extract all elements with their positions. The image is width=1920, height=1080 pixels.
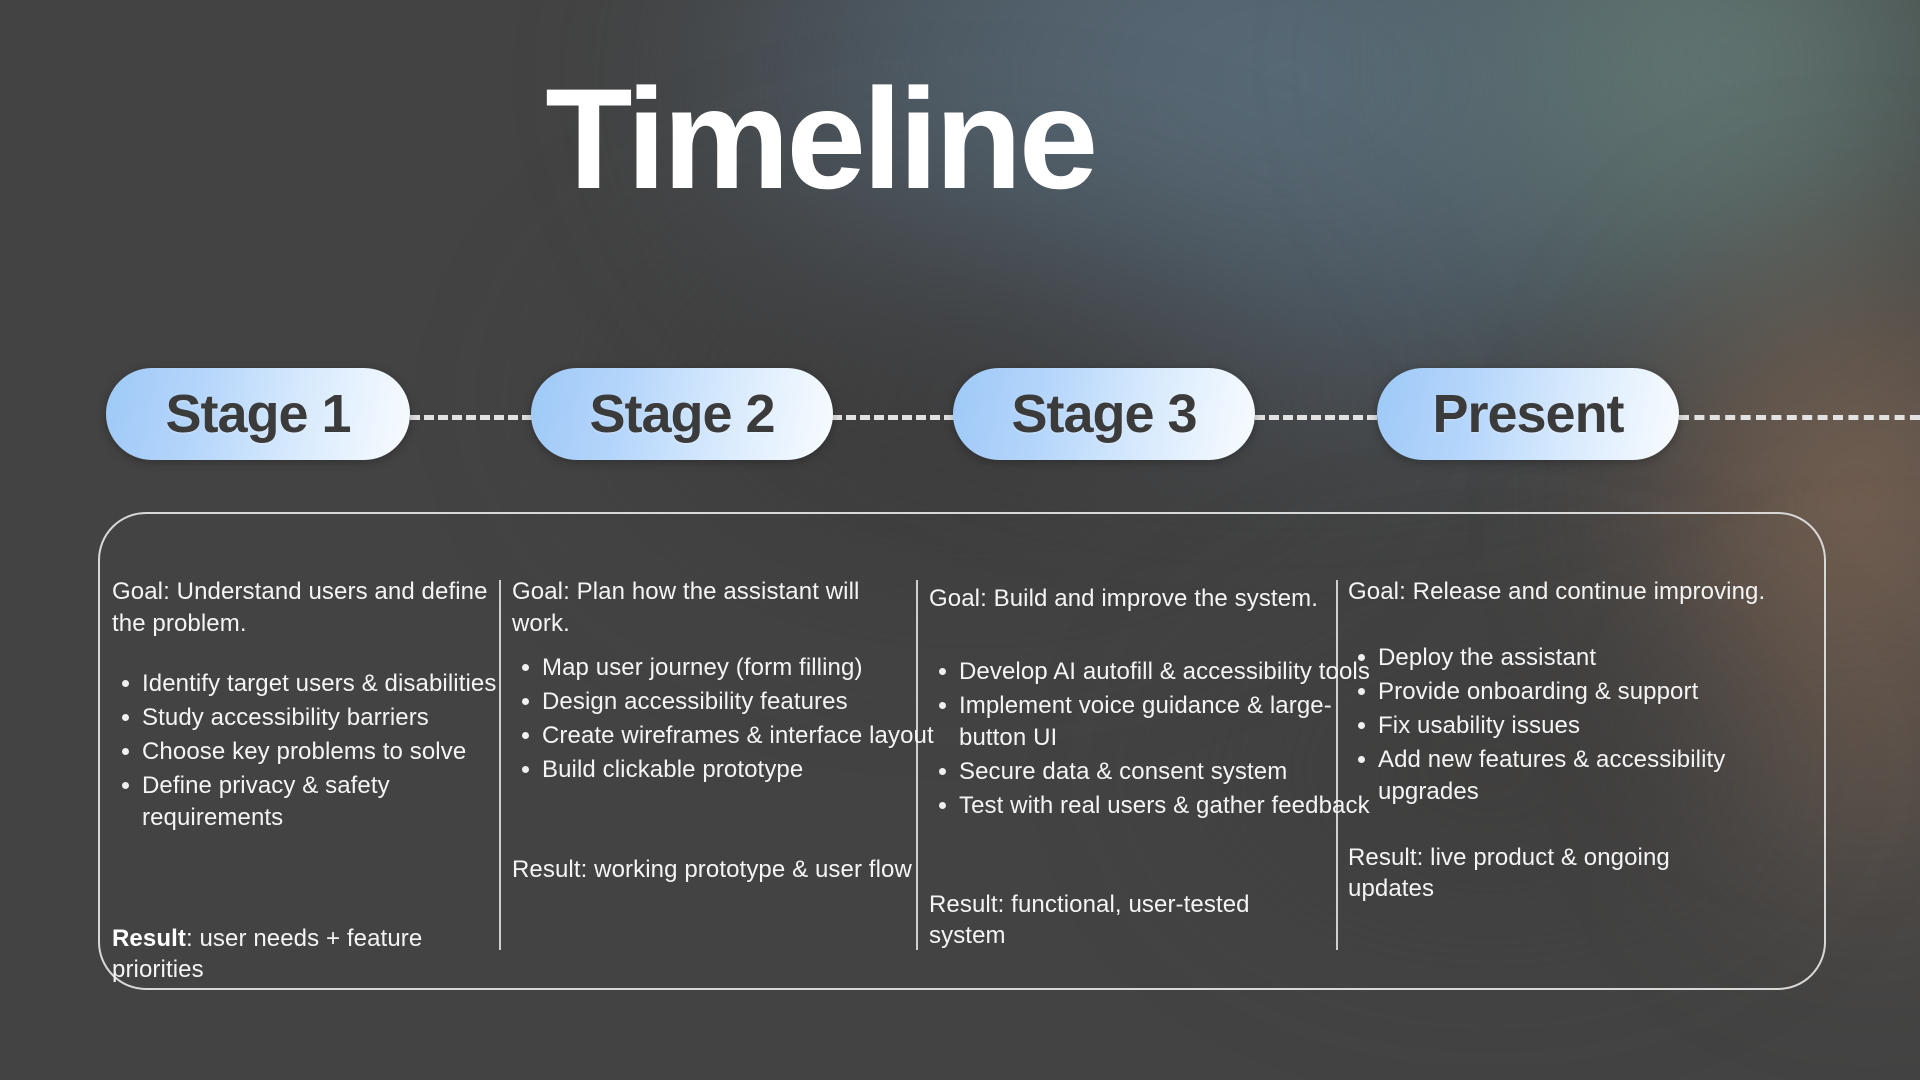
list-item: Study accessibility barriers [122,702,528,734]
details-panel: Goal: Understand users and define the pr… [98,512,1826,990]
list-item: Identify target users & disabilities [122,668,528,700]
column-divider-1 [499,580,501,950]
list-item: Fix usability issues [1358,710,1778,742]
stage-1-result: Result: user needs + feature priorities [112,923,504,985]
list-item: Define privacy & safety requirements [122,770,528,834]
list-item: Implement voice guidance & large-button … [939,690,1371,754]
present-result: Result: live product & ongoing updates [1348,842,1758,904]
timeline-stage-3[interactable]: Stage 3 [953,368,1255,460]
present-bullet-list: Deploy the assistant Provide onboarding … [1348,642,1778,810]
list-item: Provide onboarding & support [1358,676,1778,708]
stage-1-bullet-list: Identify target users & disabilities Stu… [112,668,528,836]
stage-3-result: Result: functional, user-tested system [929,889,1329,951]
timeline-stage-2[interactable]: Stage 2 [531,368,833,460]
connector-dash-3 [1255,415,1377,420]
stage-2-goal: Goal: Plan how the assistant will work. [512,578,860,637]
timeline-rail: Stage 1 Stage 2 Stage 3 Present [0,368,1920,464]
column-divider-2 [916,580,918,950]
stage-1-result-label: Result [112,925,186,952]
stage-2-result-text: : working prototype & user flow [580,856,912,883]
stage-3-bullet-list: Develop AI autofill & accessibility tool… [929,656,1371,824]
list-item: Design accessibility features [522,686,962,718]
page-title: Timeline [545,60,1098,219]
connector-dash-1 [410,415,532,420]
list-item: Secure data & consent system [939,756,1371,788]
list-item: Map user journey (form filling) [522,652,962,684]
stage-2-bullet-list: Map user journey (form filling) Design a… [512,652,962,788]
list-item: Deploy the assistant [1358,642,1778,674]
stage-3-result-label: Result [929,891,998,918]
list-item: Build clickable prototype [522,754,962,786]
present-result-label: Result [1348,844,1417,871]
connector-dash-4 [1679,415,1920,420]
stage-2-result-label: Result [512,856,581,883]
present-goal: Goal: Release and continue improving. [1348,578,1766,605]
list-item: Choose key problems to solve [122,736,528,768]
timeline-stage-present-label: Present [1432,384,1624,444]
stage-3-goal: Goal: Build and improve the system. [929,585,1319,612]
stage-2-result: Result: working prototype & user flow [512,854,912,885]
list-item: Develop AI autofill & accessibility tool… [939,656,1371,688]
timeline-stage-present[interactable]: Present [1377,368,1679,460]
list-item: Test with real users & gather feedback [939,790,1371,822]
stage-1-result-text: : user needs + feature priorities [112,925,423,984]
timeline-stage-3-label: Stage 3 [1011,384,1197,444]
connector-dash-2 [832,415,954,420]
list-item: Add new features & accessibility upgrade… [1358,744,1778,808]
timeline-stage-1[interactable]: Stage 1 [106,368,410,460]
timeline-stage-2-label: Stage 2 [589,384,775,444]
timeline-stage-1-label: Stage 1 [165,384,351,444]
stage-1-goal: Goal: Understand users and define the pr… [112,578,488,637]
list-item: Create wireframes & interface layout [522,720,962,752]
